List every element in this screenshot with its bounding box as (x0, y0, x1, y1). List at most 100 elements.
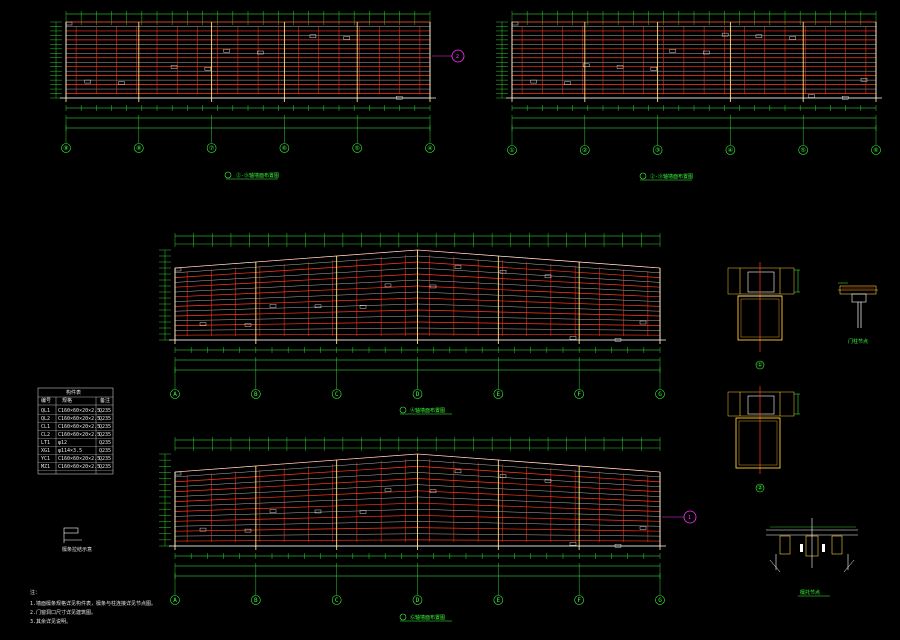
member-tag (544, 479, 552, 483)
member-tag (842, 96, 849, 100)
member-tag (614, 338, 622, 342)
grid-label: ⑨ (63, 145, 68, 152)
grid-bubble (574, 389, 584, 399)
wall-purlin (174, 297, 418, 307)
grid-bubble (507, 145, 517, 155)
wall-purlin (417, 303, 661, 312)
wall-purlin (174, 459, 418, 478)
table-col-header: 备注 (100, 397, 110, 404)
member-tag (569, 542, 577, 546)
grid-label: ④ (728, 147, 733, 154)
wall-purlin (417, 255, 661, 273)
table-cell: C160×60×20×2.5 (58, 464, 100, 470)
member-tag (359, 305, 367, 309)
grid-label: C (335, 391, 339, 398)
wall-purlin (417, 333, 661, 336)
wall-purlin (174, 465, 418, 483)
grid-label: G (658, 597, 662, 604)
grid-bubble (61, 143, 71, 153)
grid-bubble (279, 143, 290, 153)
grid-label: E (497, 597, 501, 604)
grid-label: G (658, 391, 662, 398)
member-tag (244, 323, 252, 327)
wall-purlin (174, 333, 418, 336)
member-tag (530, 79, 537, 84)
wall-purlin (174, 484, 418, 497)
wall-purlin (417, 472, 661, 487)
small-legend: 檩条拉结示意 (62, 527, 92, 553)
title-text: Ⓖ轴墙面布置图 (410, 614, 445, 621)
section-detail-1: ① (727, 262, 800, 370)
wall-purlin (417, 297, 661, 307)
table-cell: φ12 (58, 440, 67, 446)
member-tag (244, 528, 252, 533)
member-tag (314, 304, 322, 309)
member-tag (199, 322, 207, 326)
purlin-support-detail: 檩托节点 (766, 518, 858, 597)
grid-label: B (254, 391, 258, 398)
grid-label: ⑥ (873, 147, 878, 154)
wall-purlin (417, 509, 661, 517)
member-tag (384, 283, 392, 288)
grid-label: ③ (655, 147, 660, 154)
member-tag (223, 49, 230, 53)
door-detail-caption: 门柱节点 (848, 338, 868, 345)
wall-purlin (417, 459, 661, 478)
member-tag (650, 67, 658, 71)
member-tag (564, 81, 571, 85)
title-elev-top-left: ②-⑨轴墙面布置图 (224, 171, 279, 180)
wall-purlin (174, 273, 418, 288)
title-text: ②-⑨轴墙面布置图 (236, 172, 279, 179)
grid-label: F (577, 597, 581, 604)
member-tag (755, 34, 763, 39)
wall-purlin (174, 279, 418, 293)
grid-bubble (579, 145, 590, 155)
member-tag (454, 265, 462, 269)
roof-line (417, 249, 661, 269)
table-cell: YC1 (41, 456, 50, 462)
title-text: Ⓐ轴墙面布置图 (410, 407, 445, 414)
table-cell: φ114×3.5 (58, 448, 82, 454)
bottom-detail-caption: 檩托节点 (800, 589, 820, 596)
grid-bubble (352, 143, 363, 153)
grid-bubble (251, 389, 261, 399)
table-cell: Q235 (99, 416, 111, 422)
notes-line: 3.其余详见说明。 (30, 618, 71, 625)
grid-label: ① (509, 147, 514, 154)
title-text: ②-⑨轴墙面布置图 (650, 173, 693, 180)
grid-label: ② (582, 147, 587, 154)
member-tag (860, 78, 868, 82)
roof-line (174, 249, 418, 269)
wall-purlin (417, 539, 661, 542)
grid-bubble (134, 143, 144, 153)
title-elev-mid: Ⓐ轴墙面布置图 (399, 406, 452, 415)
table-cell: Q235 (99, 424, 111, 430)
wall-purlin (174, 533, 418, 537)
member-tag (359, 510, 367, 514)
wall-purlin (174, 309, 418, 317)
wall-purlin (417, 496, 661, 507)
table-cell: C160×60×20×2.5 (58, 416, 100, 422)
grid-label: ⑧ (136, 145, 141, 152)
section-detail-2: ② (727, 386, 800, 493)
member-tag (269, 509, 277, 513)
grid-label: ④ (427, 145, 432, 152)
table-cell: Q235 (99, 464, 111, 470)
grid-label: ⑥ (282, 145, 287, 152)
wall-purlin (417, 315, 661, 321)
wall-purlin (174, 527, 418, 532)
grid-label: A (173, 597, 177, 604)
member-tag (174, 267, 182, 272)
member-tag (808, 94, 815, 98)
table-cell: Q235 (99, 440, 111, 446)
section-label: ② (757, 485, 762, 492)
section-marker-top: 2 (432, 49, 465, 63)
wall-purlin (174, 539, 418, 542)
grid-bubble (652, 145, 663, 155)
